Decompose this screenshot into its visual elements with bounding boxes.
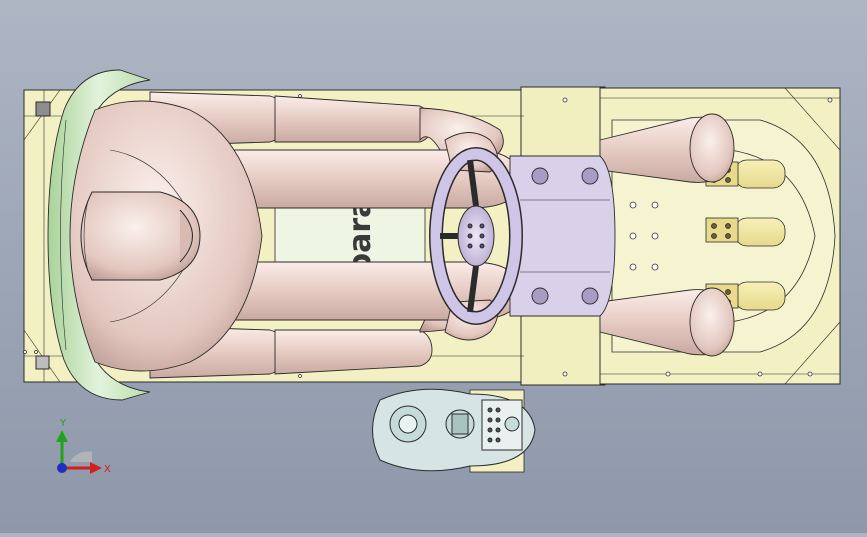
pedal-brake [705, 217, 786, 247]
triad-y-label: Y [59, 418, 67, 429]
driver-shin-top [599, 113, 735, 183]
frame-screws [23, 94, 833, 378]
triad-x-label: X [104, 464, 111, 475]
coordinate-triad [56, 430, 102, 474]
frame-square-button [35, 101, 51, 117]
driver-head [80, 191, 201, 281]
steering-wheel [429, 147, 523, 325]
driver-shin-bottom [599, 287, 735, 357]
controller-body [372, 388, 536, 472]
frame-square-button-lower [35, 355, 50, 370]
steering-column-housing [509, 155, 616, 317]
